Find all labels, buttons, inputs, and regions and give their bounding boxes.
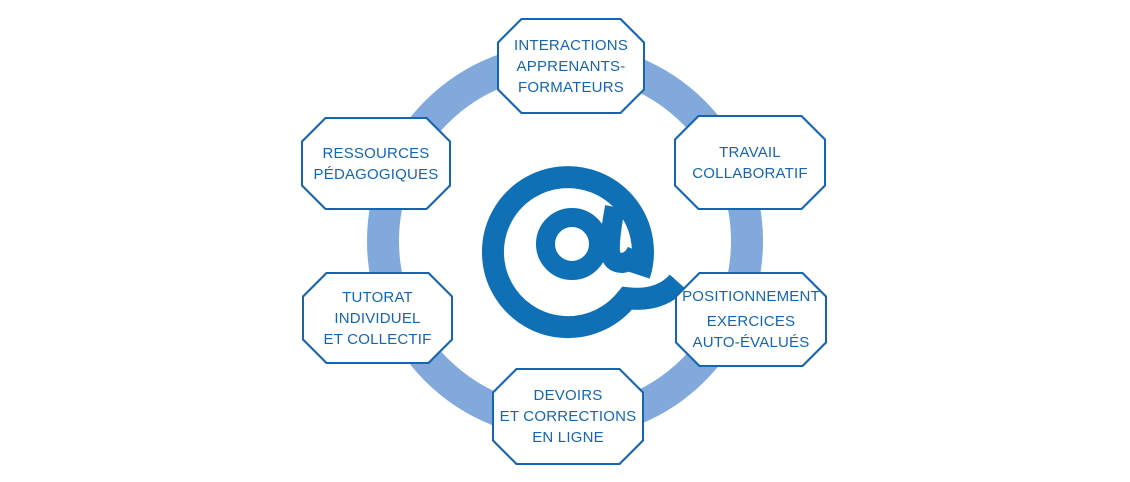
- node-label: TUTORAT INDIVIDUEL ET COLLECTIF: [302, 272, 453, 364]
- node-label-line: POSITIONNEMENT: [682, 288, 820, 305]
- node-label-line: INDIVIDUEL: [334, 309, 421, 327]
- node-label-line: EN LIGNE: [532, 429, 604, 446]
- node-label: RESSOURCES PÉDAGOGIQUES: [301, 117, 451, 210]
- node-label-line: PÉDAGOGIQUES: [313, 165, 439, 183]
- node-positionnement-exercices-auto-evalues: POSITIONNEMENT EXERCICES AUTO-ÉVALUÉS: [675, 272, 827, 367]
- node-label-line: TRAVAIL: [719, 143, 781, 161]
- node-label-line: DEVOIRS: [533, 387, 603, 404]
- node-label-line: COLLABORATIF: [692, 164, 808, 182]
- node-label-line: TUTORAT: [342, 288, 413, 306]
- node-label: DEVOIRS ET CORRECTIONS EN LIGNE: [492, 368, 644, 465]
- node-label-line: FORMATEURS: [518, 78, 624, 96]
- node-travail-collaboratif: TRAVAIL COLLABORATIF: [674, 115, 826, 210]
- node-label-line: ET COLLECTIF: [323, 330, 432, 348]
- node-label-line: EXERCICES: [706, 313, 796, 330]
- node-label-line: RESSOURCES: [322, 144, 430, 162]
- at-symbol: [481, 166, 687, 342]
- at-icon: [481, 166, 687, 339]
- node-tutorat-individuel-et-collectif: TUTORAT INDIVIDUEL ET COLLECTIF: [302, 272, 453, 364]
- node-label: INTERACTIONS APPRENANTS- FORMATEURS: [497, 18, 645, 114]
- node-label: POSITIONNEMENT EXERCICES AUTO-ÉVALUÉS: [675, 272, 827, 367]
- node-label-line: APPRENANTS-: [516, 57, 626, 75]
- node-label: TRAVAIL COLLABORATIF: [674, 115, 826, 210]
- node-interactions-apprenants-formateurs: INTERACTIONS APPRENANTS- FORMATEURS: [497, 18, 645, 114]
- node-label-line: INTERACTIONS: [513, 36, 629, 54]
- node-label-line: AUTO-ÉVALUÉS: [692, 334, 810, 351]
- node-devoirs-et-corrections-en-ligne: DEVOIRS ET CORRECTIONS EN LIGNE: [492, 368, 644, 465]
- node-ressources-pedagogiques: RESSOURCES PÉDAGOGIQUES: [301, 117, 451, 210]
- node-label-line: ET CORRECTIONS: [499, 408, 637, 425]
